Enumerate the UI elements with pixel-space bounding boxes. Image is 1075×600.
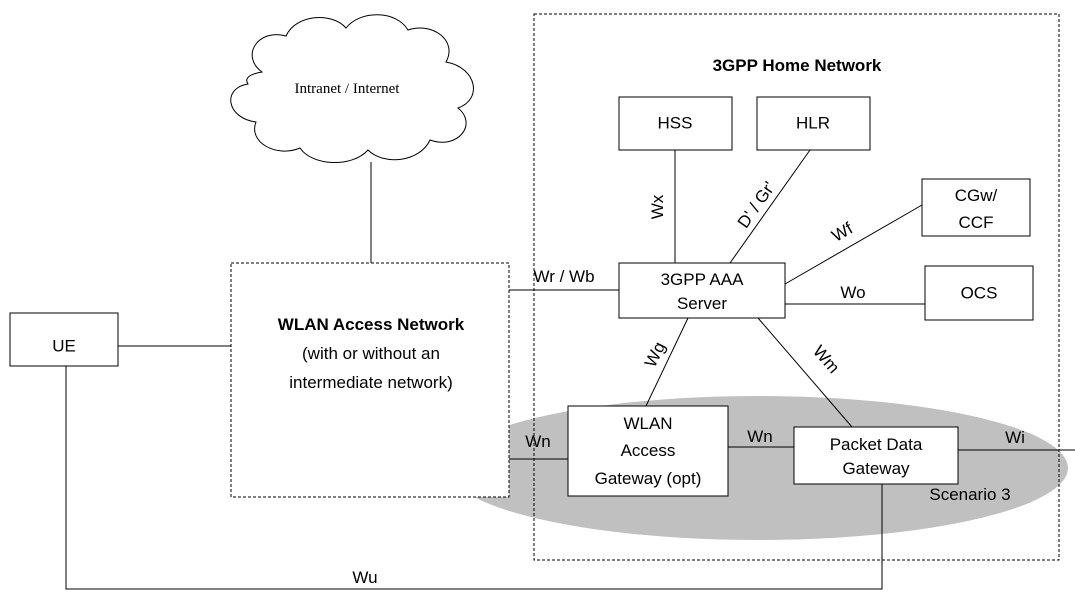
wlan-an-line3: intermediate network): [289, 373, 452, 392]
pdg-label-line1: Packet Data: [830, 435, 923, 454]
scenario-3-label: Scenario 3: [929, 485, 1010, 504]
line-cgw-aaa: [784, 204, 923, 285]
wag-label-line2: Access: [621, 441, 676, 460]
packet-data-gateway-box: [793, 426, 959, 485]
interface-wm-label: Wm: [809, 342, 843, 377]
internet-cloud: [230, 14, 474, 163]
wag-label-line3: Gateway (opt): [595, 469, 702, 488]
wlan-an-title: WLAN Access Network: [278, 315, 465, 334]
cgw-ccf-box: [921, 178, 1031, 237]
scenario-3-region: [448, 396, 1068, 540]
cgw-label-line2: CCF: [959, 213, 994, 232]
wlan-access-network-box: [230, 262, 510, 498]
interface-wn-left-label: Wn: [525, 432, 551, 451]
ue-box: [9, 312, 119, 367]
hss-box: [618, 96, 733, 151]
cloud-label: Intranet / Internet: [295, 81, 401, 97]
wag-label-line1: WLAN: [623, 414, 672, 433]
interface-wo-label: Wo: [840, 283, 865, 302]
hlr-label: HLR: [796, 113, 830, 132]
interface-wx-label: Wx: [648, 194, 667, 219]
wlan-access-gateway-box: [567, 405, 729, 497]
hss-label: HSS: [658, 113, 693, 132]
interface-wu-label: Wu: [352, 568, 377, 587]
home-network-title: 3GPP Home Network: [713, 56, 882, 75]
aaa-label-line1: 3GPP AAA: [661, 270, 745, 289]
interface-d-gr-label: D' / Gr': [734, 178, 779, 231]
line-hlr-aaa: [729, 149, 811, 264]
interface-wn-mid-label: Wn: [747, 427, 773, 446]
pdg-label-line2: Gateway: [842, 459, 910, 478]
interface-wi-label: Wi: [1005, 428, 1025, 447]
line-aaa-pdg: [757, 317, 853, 428]
cgw-label-line1: CGw/: [955, 186, 998, 205]
aaa-label-line2: Server: [677, 294, 727, 313]
interface-wr-wb-label: Wr / Wb: [533, 267, 594, 286]
ocs-box: [924, 265, 1034, 321]
aaa-server-box: [618, 262, 786, 319]
ue-label: UE: [52, 336, 76, 355]
ocs-label: OCS: [961, 283, 998, 302]
line-aaa-wag: [645, 317, 689, 407]
interface-wf-label: Wf: [829, 219, 857, 246]
wlan-an-line2: (with or without an: [302, 344, 440, 363]
line-wu: [65, 366, 883, 590]
home-network-boundary: [533, 13, 1060, 561]
hlr-box: [756, 96, 871, 151]
